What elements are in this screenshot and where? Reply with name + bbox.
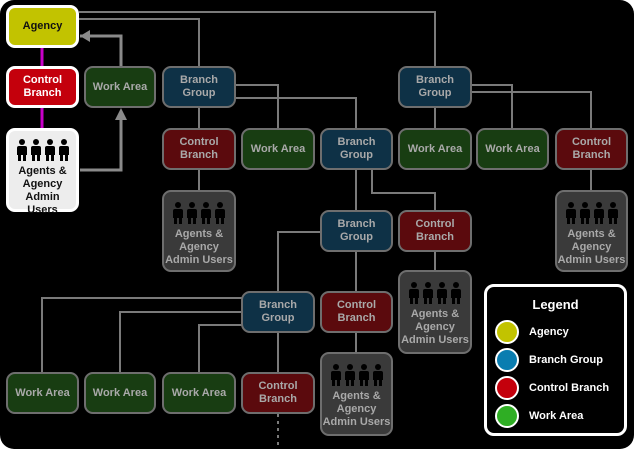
users-label: Agents & Agency Admin Users <box>322 390 391 428</box>
branch-group-swatch-icon <box>495 348 519 372</box>
users-node-3: Agents & Agency Admin Users <box>398 270 472 354</box>
users-node-highlight: Agents & Agency Admin Users <box>6 128 79 216</box>
branch-group-label: Branch Group <box>416 74 454 99</box>
work-area-node-1: Work Area <box>241 128 315 170</box>
work-area-node-2: Work Area <box>398 128 472 170</box>
control-branch-swatch-icon <box>495 376 519 400</box>
work-area-label: Work Area <box>92 386 148 399</box>
branch-group-label: Branch Group <box>259 299 297 324</box>
work-area-label: Work Area <box>407 142 463 155</box>
control-branch-label: Control Branch <box>336 299 377 324</box>
work-area-label: Work Area <box>250 142 306 155</box>
control-branch-label: Control Branch <box>179 136 219 161</box>
branch-group-label: Branch Group <box>180 74 218 99</box>
agency-label: Agency <box>22 20 63 32</box>
control-branch-label: Control Branch <box>22 74 63 99</box>
users-label: Agents & Agency Admin Users <box>18 165 67 216</box>
control-branch-node-3: Control Branch <box>398 210 472 252</box>
branch-group-node-4: Branch Group <box>320 210 393 252</box>
legend-item-control-branch: Control Branch <box>495 376 609 400</box>
branch-group-label: Branch Group <box>337 218 376 243</box>
branch-group-label: Branch Group <box>337 136 376 161</box>
branch-group-node-5: Branch Group <box>241 291 315 333</box>
legend-box: Legend Agency Branch Group Control Branc… <box>484 284 627 436</box>
users-icon <box>16 139 70 161</box>
users-node-2: Agents & Agency Admin Users <box>555 190 628 272</box>
legend-item-label: Control Branch <box>529 382 610 394</box>
legend-item-label: Work Area <box>529 410 584 422</box>
branch-group-node-3: Branch Group <box>320 128 393 170</box>
work-area-label: Work Area <box>92 80 148 93</box>
control-branch-node-1: Control Branch <box>162 128 236 170</box>
users-icon <box>408 282 462 304</box>
work-area-node-4: Work Area <box>6 372 79 414</box>
branch-group-node-1: Branch Group <box>162 66 236 108</box>
control-branch-node-2: Control Branch <box>555 128 628 170</box>
users-icon <box>172 202 226 224</box>
users-node-4: Agents & Agency Admin Users <box>320 352 393 436</box>
work-area-label: Work Area <box>171 386 227 399</box>
users-icon <box>330 364 384 386</box>
legend-title: Legend <box>532 297 579 312</box>
users-label: Agents & Agency Admin Users <box>557 228 626 266</box>
work-area-node-3: Work Area <box>476 128 549 170</box>
branch-group-node-2: Branch Group <box>398 66 472 108</box>
control-branch-node-highlight: Control Branch <box>6 66 79 108</box>
work-area-node-6: Work Area <box>162 372 236 414</box>
legend-item-label: Branch Group <box>529 354 603 366</box>
control-branch-node-5: Control Branch <box>241 372 315 414</box>
control-branch-label: Control Branch <box>258 380 298 405</box>
control-branch-label: Control Branch <box>415 218 455 243</box>
users-label: Agents & Agency Admin Users <box>165 228 233 266</box>
control-branch-node-4: Control Branch <box>320 291 393 333</box>
work-area-node-highlight: Work Area <box>84 66 156 108</box>
work-area-label: Work Area <box>485 142 540 155</box>
legend-item-label: Agency <box>529 326 569 338</box>
users-node-1: Agents & Agency Admin Users <box>162 190 236 272</box>
work-area-label: Work Area <box>15 386 70 399</box>
work-area-swatch-icon <box>495 404 519 428</box>
legend-item-agency: Agency <box>495 320 569 344</box>
users-icon <box>565 202 619 224</box>
work-area-node-5: Work Area <box>84 372 156 414</box>
agency-swatch-icon <box>495 320 519 344</box>
legend-item-work-area: Work Area <box>495 404 583 428</box>
users-label: Agents & Agency Admin Users <box>401 308 469 346</box>
control-branch-label: Control Branch <box>571 136 612 161</box>
legend-item-branch-group: Branch Group <box>495 348 603 372</box>
agency-node: Agency <box>6 5 79 48</box>
